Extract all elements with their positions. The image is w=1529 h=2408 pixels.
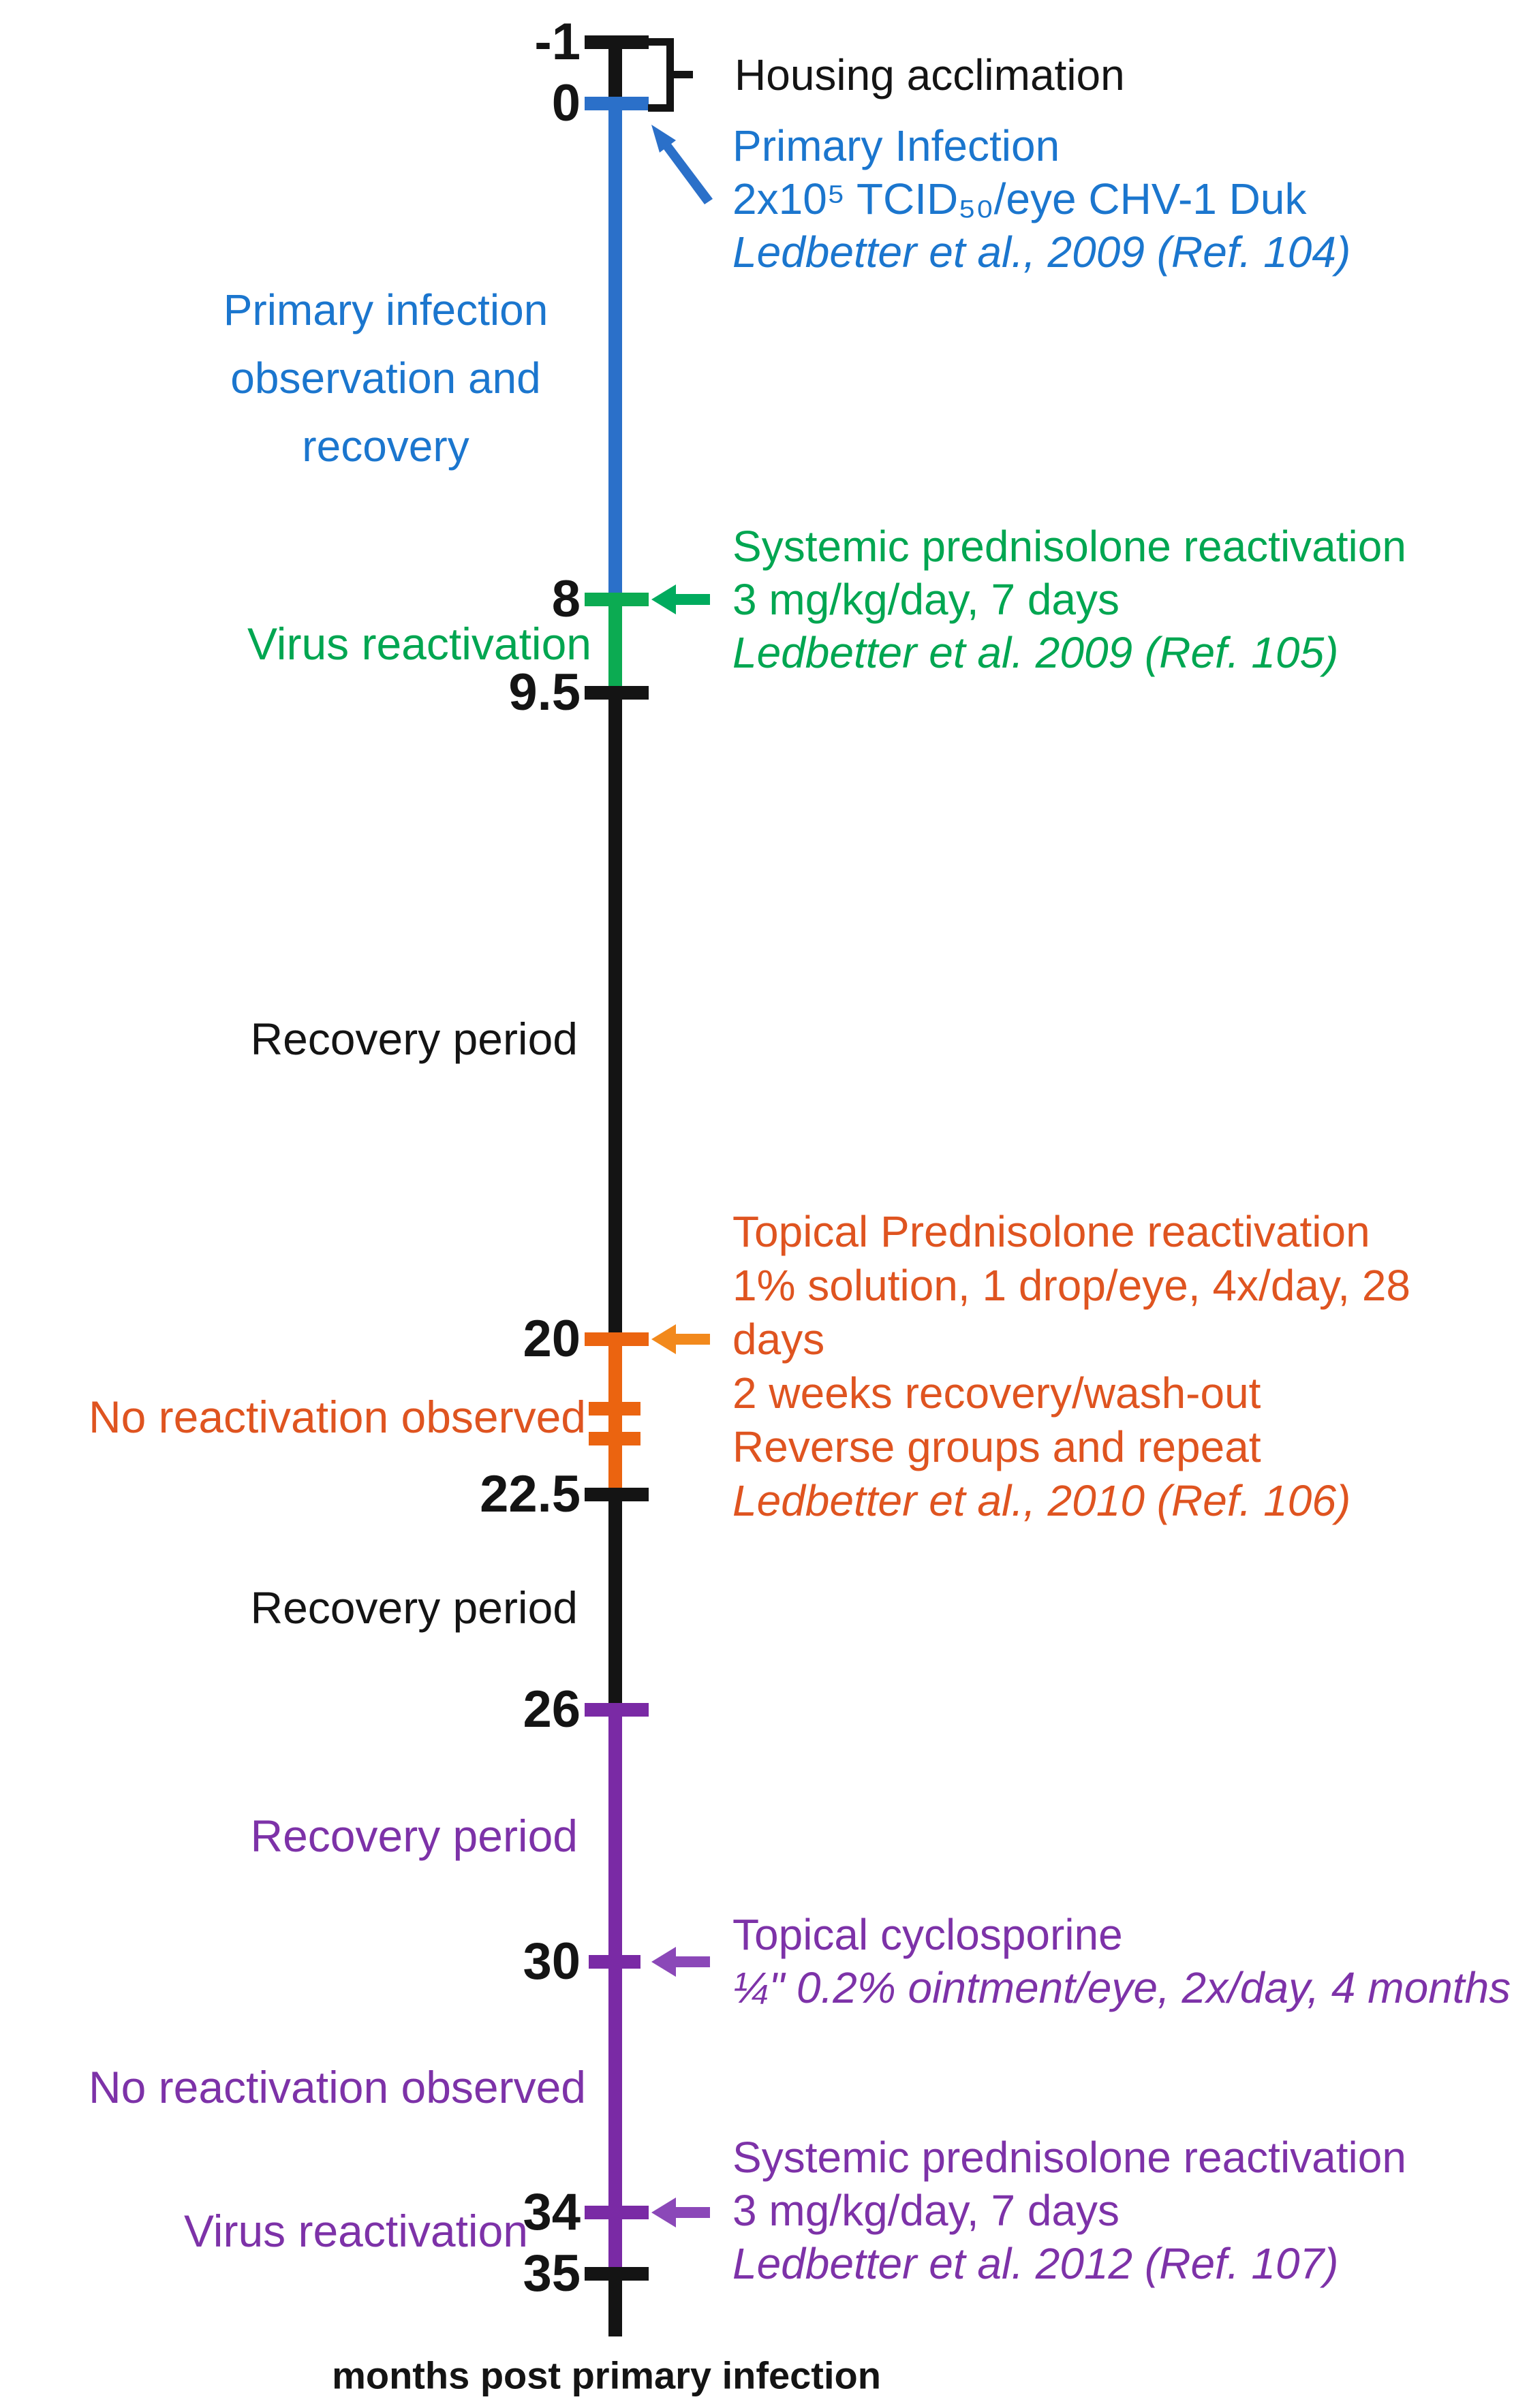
green-left-arrow-icon xyxy=(651,584,710,614)
label-virus-reactivation-2: Virus reactivation xyxy=(183,2206,528,2256)
tick-bar-9-5 xyxy=(585,686,649,700)
annotation-topical-prednisolone-line-4: 2 weeks recovery/wash-out xyxy=(732,1369,1261,1418)
timeline-segment-recovery-1 xyxy=(608,693,622,1339)
axis-label: months post primary infection xyxy=(332,2354,881,2397)
annotation-systemic-prednisolone-2009-ref: Ledbetter et al. 2009 (Ref. 105) xyxy=(732,628,1339,677)
label-recovery-period-1: Recovery period xyxy=(250,1014,578,1064)
tick-bar-20 xyxy=(585,1332,649,1346)
timeline-segment-tail xyxy=(608,2274,622,2336)
annotation-topical-prednisolone-line-2: 1% solution, 1 drop/eye, 4x/day, 28 xyxy=(732,1261,1410,1310)
purple-left-arrow-34-icon xyxy=(651,2198,710,2227)
label-primary-observation-line-1: Primary infection xyxy=(223,285,549,334)
bracket-bottom-arm xyxy=(648,104,674,112)
tick-bar-0 xyxy=(585,97,649,110)
tick-bar-minus1 xyxy=(585,35,649,49)
tick-bar-30 xyxy=(589,1955,640,1969)
bracket-pointer xyxy=(674,71,693,78)
orange-left-arrow-icon xyxy=(651,1324,710,1354)
annotation-systemic-prednisolone-2009-line-2: 3 mg/kg/day, 7 days xyxy=(732,575,1119,624)
annotation-systemic-prednisolone-2012-line-2: 3 mg/kg/day, 7 days xyxy=(732,2186,1119,2235)
tick-label-9-5: 9.5 xyxy=(508,663,581,721)
annotation-topical-cyclosporine-line-2: ¼" 0.2% ointment/eye, 2x/day, 4 months xyxy=(732,1963,1511,2012)
tick-bar-mid-2 xyxy=(589,1432,640,1445)
tick-label-8: 8 xyxy=(551,570,581,628)
tick-bar-35 xyxy=(585,2267,649,2281)
label-recovery-period-3: Recovery period xyxy=(250,1811,578,1861)
timeline-segment-topical-prednisolone xyxy=(608,1339,622,1495)
timeline-segment-reactivation-1 xyxy=(608,599,622,693)
tick-bar-8 xyxy=(585,593,649,606)
tick-bar-mid-1 xyxy=(589,1402,640,1416)
label-no-reactivation-2: No reactivation observed xyxy=(88,2062,586,2112)
tick-bar-26 xyxy=(585,1703,649,1717)
tick-label-0: 0 xyxy=(551,74,581,132)
label-recovery-period-2: Recovery period xyxy=(250,1582,578,1633)
bracket-top-arm xyxy=(648,38,674,46)
timeline-segment-primary-infection xyxy=(608,104,622,599)
timeline-segment-recovery-2 xyxy=(608,1495,622,1710)
tick-label-35: 35 xyxy=(523,2245,581,2302)
label-no-reactivation-1: No reactivation observed xyxy=(88,1392,586,1442)
tick-label-minus1: -1 xyxy=(534,13,581,71)
annotation-topical-prednisolone-line-1: Topical Prednisolone reactivation xyxy=(732,1207,1370,1256)
tick-bar-34 xyxy=(585,2206,649,2219)
annotation-topical-prednisolone-line-5: Reverse groups and repeat xyxy=(732,1422,1261,1471)
annotation-topical-prednisolone-line-3: days xyxy=(732,1315,825,1364)
primary-infection-arrow-icon xyxy=(651,125,713,204)
timeline-segment-housing xyxy=(608,42,622,104)
purple-left-arrow-30-icon xyxy=(651,1947,710,1977)
label-primary-observation-line-2: observation and xyxy=(230,354,541,403)
annotation-primary-infection-line-2: 2x10⁵ TCID₅₀/eye CHV-1 Duk xyxy=(732,174,1307,223)
tick-label-22-5: 22.5 xyxy=(480,1465,581,1523)
tick-label-30: 30 xyxy=(523,1933,581,1990)
timeline-segment-cyclosporine xyxy=(608,1710,622,2274)
tick-label-34: 34 xyxy=(523,2183,581,2241)
annotation-systemic-prednisolone-2012-ref: Ledbetter et al. 2012 (Ref. 107) xyxy=(732,2239,1339,2288)
annotation-systemic-prednisolone-2009-line-1: Systemic prednisolone reactivation xyxy=(732,522,1406,571)
annotation-topical-cyclosporine-line-1: Topical cyclosporine xyxy=(732,1910,1123,1959)
tick-label-20: 20 xyxy=(523,1310,581,1368)
annotation-primary-infection-line-1: Primary Infection xyxy=(732,121,1060,170)
annotation-housing-acclimation: Housing acclimation xyxy=(735,50,1125,99)
label-primary-observation-line-3: recovery xyxy=(302,422,469,471)
annotation-systemic-prednisolone-2012-line-1: Systemic prednisolone reactivation xyxy=(732,2133,1406,2182)
label-virus-reactivation-1: Virus reactivation xyxy=(247,619,591,669)
annotation-topical-prednisolone-ref: Ledbetter et al., 2010 (Ref. 106) xyxy=(732,1476,1351,1525)
annotation-primary-infection-ref: Ledbetter et al., 2009 (Ref. 104) xyxy=(732,228,1351,277)
tick-bar-22-5 xyxy=(585,1488,649,1501)
tick-label-26: 26 xyxy=(523,1680,581,1738)
bracket-spine xyxy=(666,38,674,112)
